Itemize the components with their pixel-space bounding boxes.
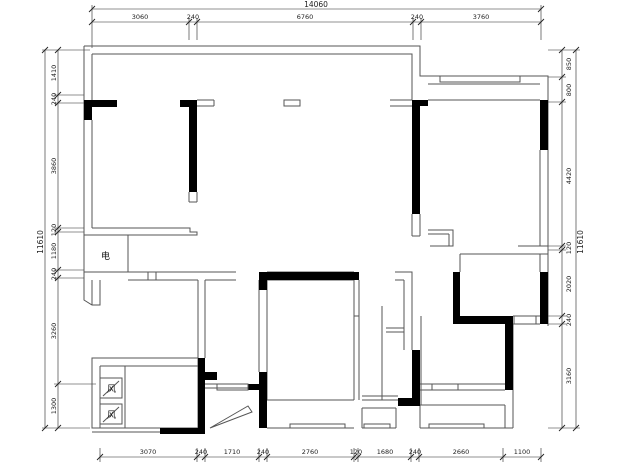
dim-right-7: 3160	[565, 368, 573, 385]
right-dimension-lines	[548, 46, 580, 432]
dim-left-7: 3260	[50, 323, 58, 340]
dim-top-3: 6760	[297, 13, 314, 21]
dim-top-5: 3760	[473, 13, 490, 21]
dim-bottom-4: 240	[257, 448, 269, 456]
dim-bottom-7: 1680	[377, 448, 394, 456]
dim-right-5: 2020	[565, 276, 573, 293]
solid-walls	[84, 100, 548, 434]
dim-bottom-1: 3070	[140, 448, 157, 456]
bottom-dimension-labels: 3070 240 1710 240 2760 120 1680 240 2660…	[140, 448, 531, 456]
vent-label-1: 风	[107, 384, 116, 395]
bottom-dimension-lines	[96, 448, 545, 462]
left-dimension-lines	[41, 46, 96, 432]
dim-bottom-9: 2660	[453, 448, 470, 456]
vent-label-2: 风	[107, 410, 116, 421]
dim-right-total: 11610	[576, 230, 585, 254]
dim-top-1: 3060	[132, 13, 149, 21]
dim-left-2: 240	[50, 93, 58, 105]
electric-room-label: 电	[101, 250, 110, 262]
top-dimension-lines	[88, 5, 545, 48]
dim-left-8: 1300	[50, 398, 58, 415]
dim-bottom-8: 240	[409, 448, 421, 456]
dim-right-2: 800	[565, 84, 573, 96]
dim-top-4: 240	[411, 13, 423, 21]
vent-box-2	[99, 403, 123, 425]
dim-right-4: 120	[565, 242, 573, 254]
vent-box-1	[99, 377, 123, 399]
dim-left-5: 1180	[50, 243, 58, 260]
dim-right-3: 4420	[565, 168, 573, 185]
dim-bottom-2: 240	[195, 448, 207, 456]
dim-right-1: 850	[565, 58, 573, 70]
windows	[216, 75, 537, 429]
dim-left-total: 11610	[36, 230, 45, 254]
outline-walls	[83, 45, 549, 433]
dim-top-2: 240	[187, 13, 199, 21]
dim-left-3: 3860	[50, 158, 58, 175]
right-dimension-labels: 11610 850 800 4420 120 2020 240 3160	[565, 58, 585, 384]
dim-bottom-3: 1710	[224, 448, 241, 456]
dim-top-total: 14060	[304, 0, 328, 9]
dim-bottom-6: 120	[350, 448, 362, 456]
dim-left-6: 240	[50, 268, 58, 280]
dim-left-1: 1410	[50, 65, 58, 82]
dim-bottom-5: 2760	[302, 448, 319, 456]
left-dimension-labels: 11610 1410 240 3860 120 1180 240 3260 13…	[36, 65, 58, 415]
dim-right-6: 240	[565, 314, 573, 326]
dim-left-4: 120	[50, 224, 58, 236]
dim-bottom-10: 1100	[514, 448, 531, 456]
top-dimension-labels: 14060 3060 240 6760 240 3760	[132, 0, 490, 21]
